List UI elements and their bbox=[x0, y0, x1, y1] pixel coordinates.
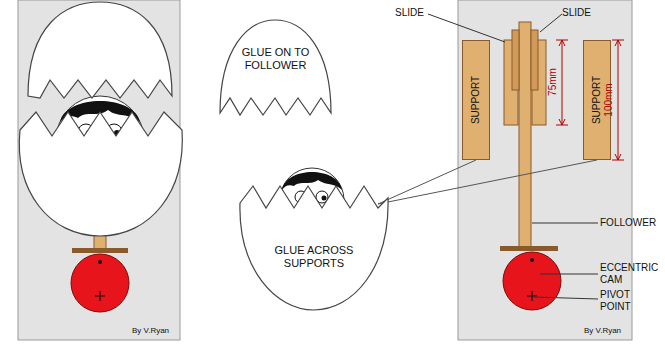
support-label: SUPPORT bbox=[470, 76, 482, 124]
follower bbox=[519, 22, 531, 248]
shell-note: GLUE ON TO FOLLOWER bbox=[234, 46, 317, 72]
part-label: SLIDE bbox=[395, 7, 435, 19]
leader-line bbox=[532, 223, 598, 224]
chick-hair bbox=[282, 172, 342, 190]
support: SUPPORT bbox=[462, 40, 490, 160]
watermark: By V.Ryan bbox=[584, 326, 630, 335]
dimension-arrow bbox=[615, 40, 621, 160]
cam-dot bbox=[530, 258, 534, 262]
chick-pupil bbox=[322, 196, 327, 201]
dimension: 100mm bbox=[603, 83, 615, 116]
leader-line bbox=[428, 14, 505, 42]
leader-connector bbox=[378, 160, 476, 204]
pivot-mark bbox=[527, 291, 537, 301]
leader-line bbox=[534, 297, 598, 299]
egg-top-shell bbox=[28, 2, 172, 98]
slide-strip bbox=[512, 30, 519, 90]
egg-bottom-shell: GLUE ACROSS SUPPORTS bbox=[238, 178, 390, 312]
slide-strip bbox=[531, 30, 538, 90]
part-label: ECCENTRIC CAM bbox=[600, 262, 662, 285]
shell-path bbox=[240, 186, 388, 310]
egg-bottom-shell bbox=[19, 112, 182, 236]
follower-platform bbox=[500, 246, 558, 251]
leader-connector bbox=[378, 160, 597, 204]
shell-path bbox=[220, 20, 331, 115]
dimension: 75mm bbox=[547, 68, 559, 96]
pivot-mark bbox=[95, 291, 105, 301]
eccentric-cam bbox=[503, 252, 561, 310]
egg-top-shell: GLUE ON TO FOLLOWER bbox=[218, 18, 333, 118]
part-label: PIVOT POINT bbox=[600, 289, 662, 312]
cam-dot bbox=[98, 260, 102, 264]
part-label: SLIDE bbox=[562, 7, 602, 19]
shell-note: GLUE ACROSS SUPPORTS bbox=[260, 244, 368, 270]
part-label: FOLLOWER bbox=[600, 217, 662, 229]
watermark: By V.Ryan bbox=[132, 326, 178, 335]
support-label: SUPPORT bbox=[591, 76, 603, 124]
follower-platform bbox=[72, 248, 128, 253]
leader-line bbox=[540, 14, 562, 32]
eccentric-cam bbox=[71, 254, 129, 312]
leader-line bbox=[540, 274, 598, 275]
dimension-arrow bbox=[559, 40, 565, 125]
